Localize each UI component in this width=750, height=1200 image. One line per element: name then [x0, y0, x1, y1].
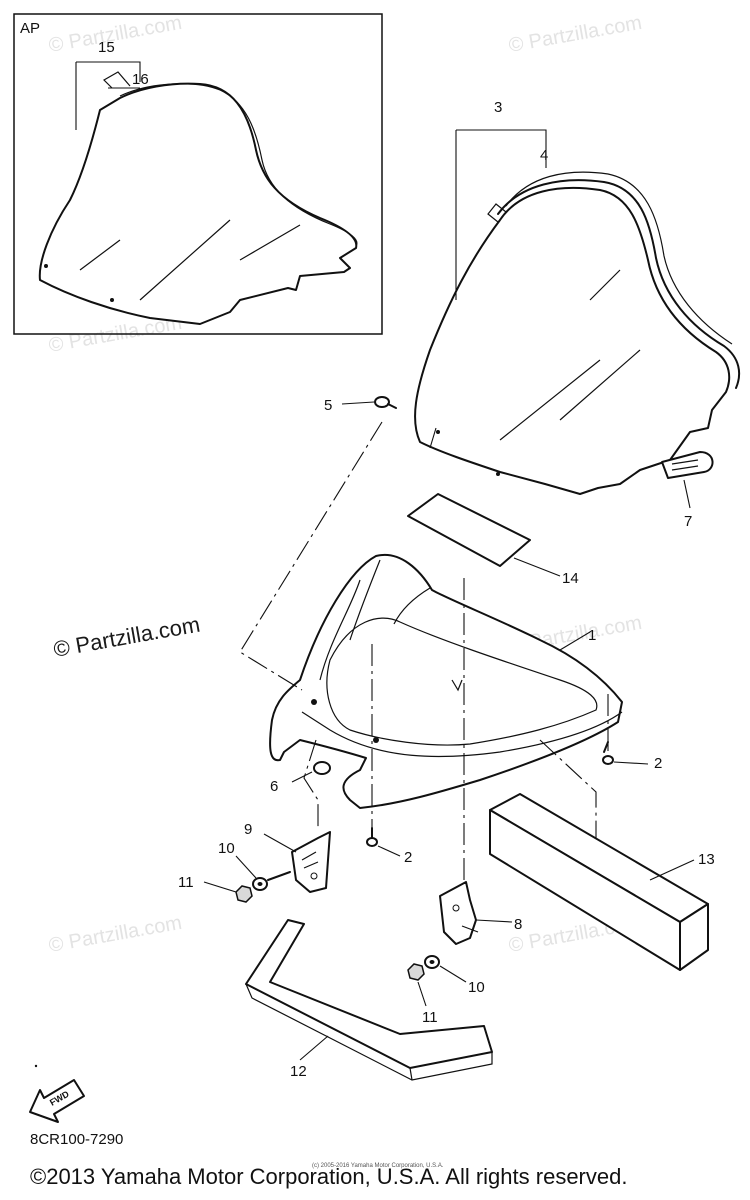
callout-10a: 10 [218, 840, 235, 857]
foam-block-13: 13 [489, 793, 715, 971]
callout-6: 6 [270, 778, 278, 795]
callout-16: 16 [132, 71, 149, 88]
inset-reflections [79, 219, 301, 301]
watermark-text: © Partzilla.com [47, 912, 184, 957]
inset-frame [13, 13, 383, 335]
callout-13: 13 [698, 851, 715, 868]
callout-11b: 11 [422, 1009, 438, 1026]
pad-14: 14 [407, 493, 579, 587]
callout-2b: 2 [404, 849, 412, 866]
fasteners-right: 10 11 [407, 955, 485, 1026]
foam-strip-12: 12 [245, 919, 493, 1081]
windshield [414, 186, 731, 495]
callout-7: 7 [684, 513, 692, 530]
callout-1: 1 [588, 627, 596, 644]
windshield-assembly: 3 4 [414, 99, 741, 495]
callout-2a: 2 [654, 755, 662, 772]
windshield-trim [497, 179, 741, 389]
callout-10b: 10 [468, 979, 485, 996]
callout-12: 12 [290, 1063, 307, 1080]
callout-9: 9 [244, 821, 252, 838]
callout-4: 4 [540, 147, 548, 164]
callout-11a: 11 [178, 874, 194, 891]
callout-14: 14 [562, 570, 579, 587]
callout-8: 8 [514, 916, 522, 933]
watermark-center-text: © Partzilla.com [52, 612, 202, 662]
windshield-reflections [499, 269, 641, 441]
callout-3: 3 [494, 99, 502, 116]
inset-label: AP [20, 20, 40, 37]
screws-2: 2 2 [366, 741, 662, 866]
callout-5: 5 [324, 397, 332, 414]
callout-15: 15 [98, 39, 115, 56]
watermark-text: © Partzilla.com [47, 12, 184, 57]
footer-copyright: ©2013 Yamaha Motor Corporation, U.S.A. A… [30, 1164, 628, 1189]
small-copyright: (c) 2005-2016 Yamaha Motor Corporation, … [312, 1163, 444, 1169]
bracket-3-4 [455, 129, 547, 300]
bracket-7: 7 [661, 451, 714, 530]
inset-ap: AP 15 16 [13, 13, 383, 335]
screw-5: 5 [324, 396, 397, 414]
cowling-window [326, 617, 598, 746]
cowling-1: 1 [269, 553, 623, 809]
watermark-text: © Partzilla.com [507, 12, 644, 57]
bracket-8: 8 [439, 881, 522, 945]
bracket-9: 9 [244, 821, 331, 893]
trim-clip [487, 203, 507, 223]
fwd-arrow-icon: FWD [29, 1079, 85, 1123]
grommet-6: 6 [270, 761, 331, 795]
inset-windshield [38, 82, 358, 325]
diagram-code: 8CR100-7290 [30, 1131, 124, 1148]
fasteners-left: 10 11 [178, 840, 291, 903]
inset-clip [103, 71, 131, 89]
inset-trim-line [119, 83, 358, 247]
inset-bracket [75, 61, 141, 130]
